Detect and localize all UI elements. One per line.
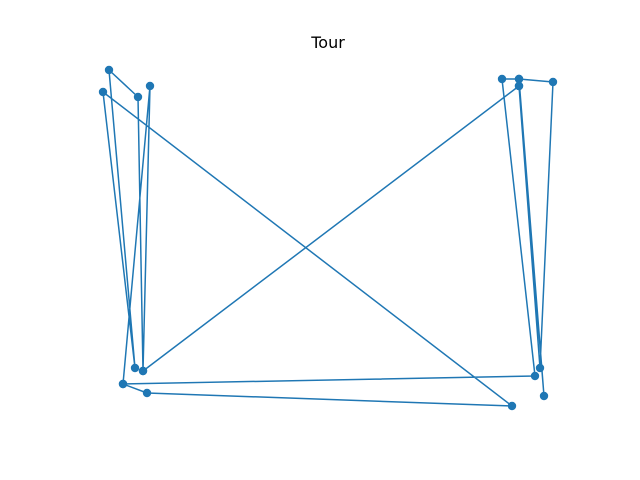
tour-point (98, 87, 108, 97)
tour-point (514, 74, 524, 84)
tour-point (514, 81, 524, 91)
tour-point (530, 371, 540, 381)
tour-point (104, 65, 114, 75)
tour-point (507, 401, 517, 411)
tour-point (118, 379, 128, 389)
tour-point (497, 74, 507, 84)
chart-title: Tour (310, 33, 345, 52)
tour-point (142, 388, 152, 398)
tour-point (138, 366, 148, 376)
tour-point (145, 81, 155, 91)
tour-line (102, 69, 554, 407)
tour-point (133, 92, 143, 102)
series-layer (98, 65, 558, 411)
tour-point (539, 391, 549, 401)
tour-point (535, 363, 545, 373)
tour-point (130, 363, 140, 373)
tour-point (548, 77, 558, 87)
